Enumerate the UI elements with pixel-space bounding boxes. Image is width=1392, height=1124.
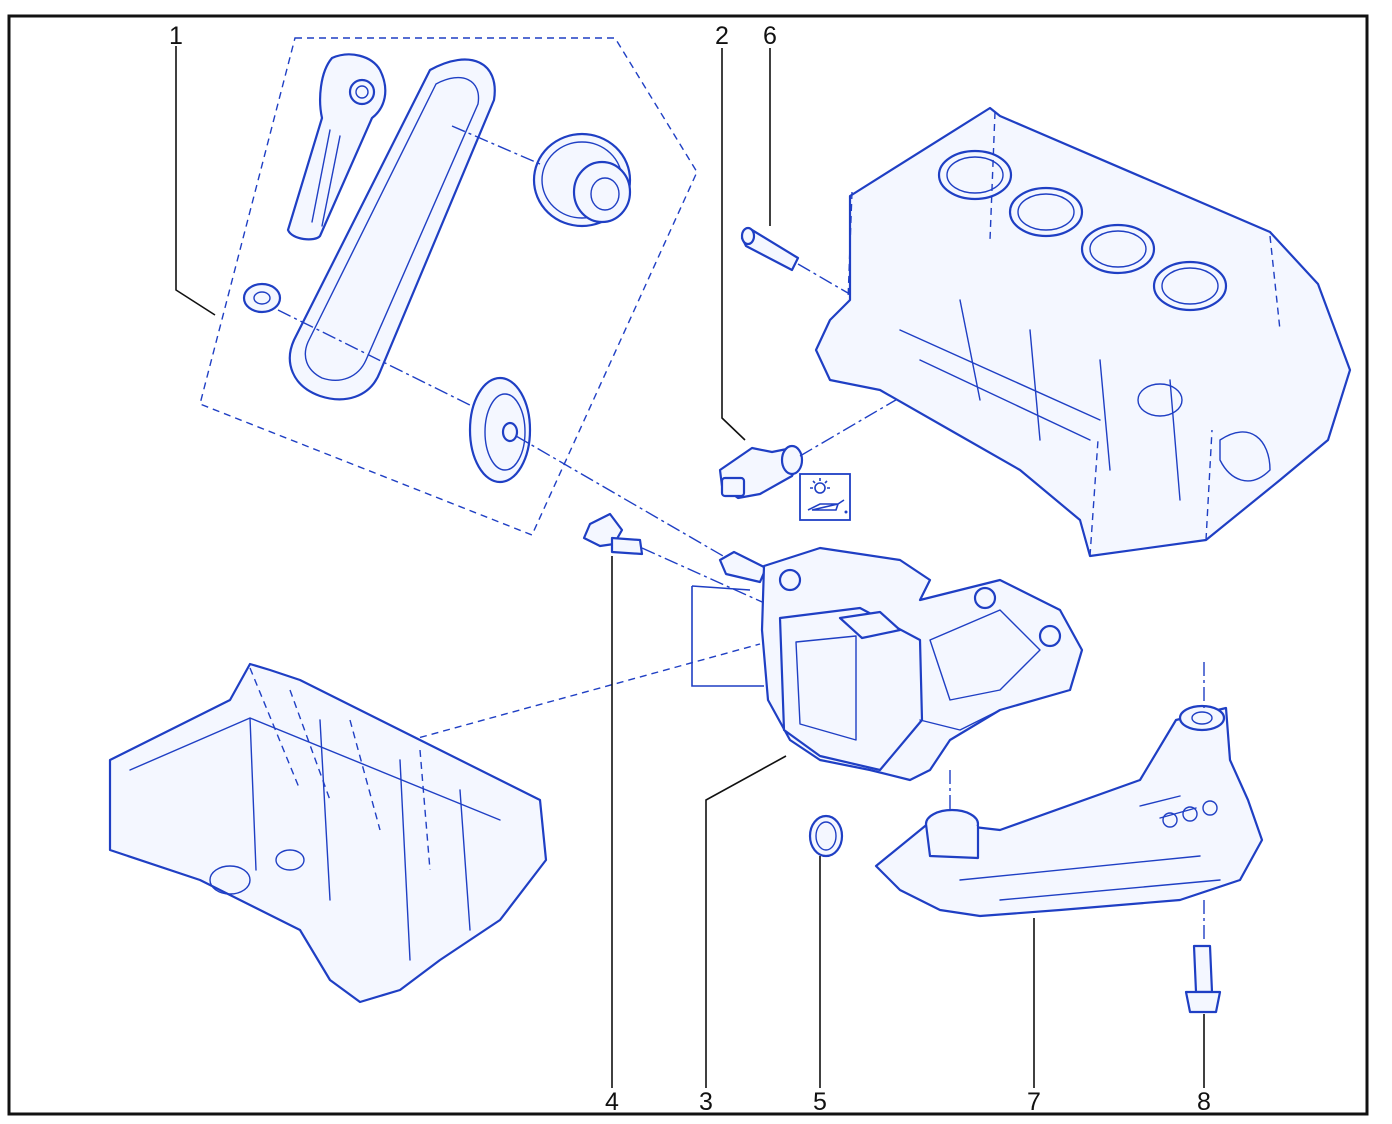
callout-labels: 1 2 3 4 5 6 7 8 (169, 22, 1211, 1116)
callout-2: 2 (715, 22, 729, 50)
callout-8: 8 (1197, 1088, 1211, 1116)
oil-pump (718, 546, 1084, 782)
dowel-pin (740, 226, 800, 272)
callout-6: 6 (763, 22, 777, 50)
pump-bolt (582, 512, 644, 556)
callout-7: 7 (1027, 1088, 1041, 1116)
tensioner-pivot (348, 78, 376, 106)
o-ring (808, 814, 844, 858)
callout-3: 3 (699, 1088, 713, 1116)
kit-enclosure (199, 37, 698, 536)
diagram-frame (7, 14, 1369, 1116)
leader-1 (175, 46, 216, 316)
cylinder-block (814, 106, 1352, 558)
oil-pressure-warning-icon (799, 473, 851, 521)
sprocket-nut (242, 282, 282, 314)
callout-1: 1 (169, 22, 183, 50)
leader-lines (175, 46, 1205, 1088)
strainer-bolt (1184, 944, 1222, 1014)
crank-sprocket (532, 132, 632, 228)
callout-4: 4 (605, 1088, 619, 1116)
lower-crankcase (108, 662, 548, 1004)
leader-3 (705, 755, 787, 1088)
oil-strainer (874, 704, 1264, 918)
oil-pump-sprocket (468, 376, 532, 484)
timing-chain (288, 58, 496, 401)
timing-chain-kit (199, 37, 731, 561)
leader-2 (721, 48, 746, 441)
callout-5: 5 (813, 1088, 827, 1116)
oil-pressure-switch (718, 444, 804, 500)
